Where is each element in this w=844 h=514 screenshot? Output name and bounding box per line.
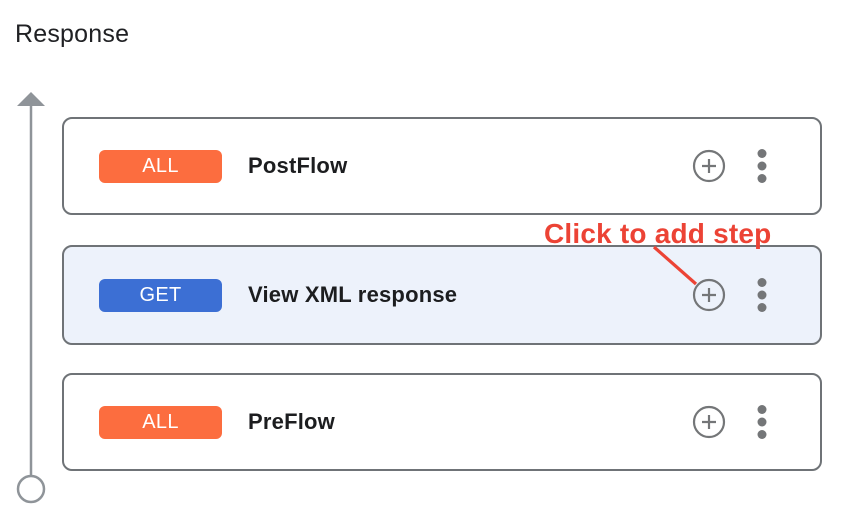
add-step-button[interactable] [692,149,726,183]
plus-circle-icon [692,278,726,312]
flow-name-label: View XML response [248,282,458,307]
plus-circle-icon [692,149,726,183]
panel-title: Response [15,20,130,48]
flow-arrowhead-icon [17,92,45,106]
annotation-click-to-add-step: Click to add step [544,218,772,249]
flow-menu-button[interactable] [755,405,769,439]
method-badge: ALL [99,405,222,439]
flow-menu-button[interactable] [755,149,769,183]
kebab-menu-icon [757,405,767,439]
flow-card-postflow[interactable]: ALL PostFlow [62,117,822,215]
flow-start-circle-icon [16,474,46,504]
add-step-button[interactable] [692,405,726,439]
kebab-menu-icon [757,149,767,183]
flow-name-label: PostFlow [248,153,348,178]
add-step-button[interactable] [692,278,726,312]
method-badge: ALL [99,149,222,183]
method-badge: GET [99,278,222,312]
kebab-menu-icon [757,278,767,312]
plus-circle-icon [692,405,726,439]
flow-menu-button[interactable] [755,278,769,312]
flow-name-label: PreFlow [248,409,335,434]
flow-card-view-xml-response[interactable]: GET View XML response [62,245,822,345]
flow-card-preflow[interactable]: ALL PreFlow [62,373,822,471]
